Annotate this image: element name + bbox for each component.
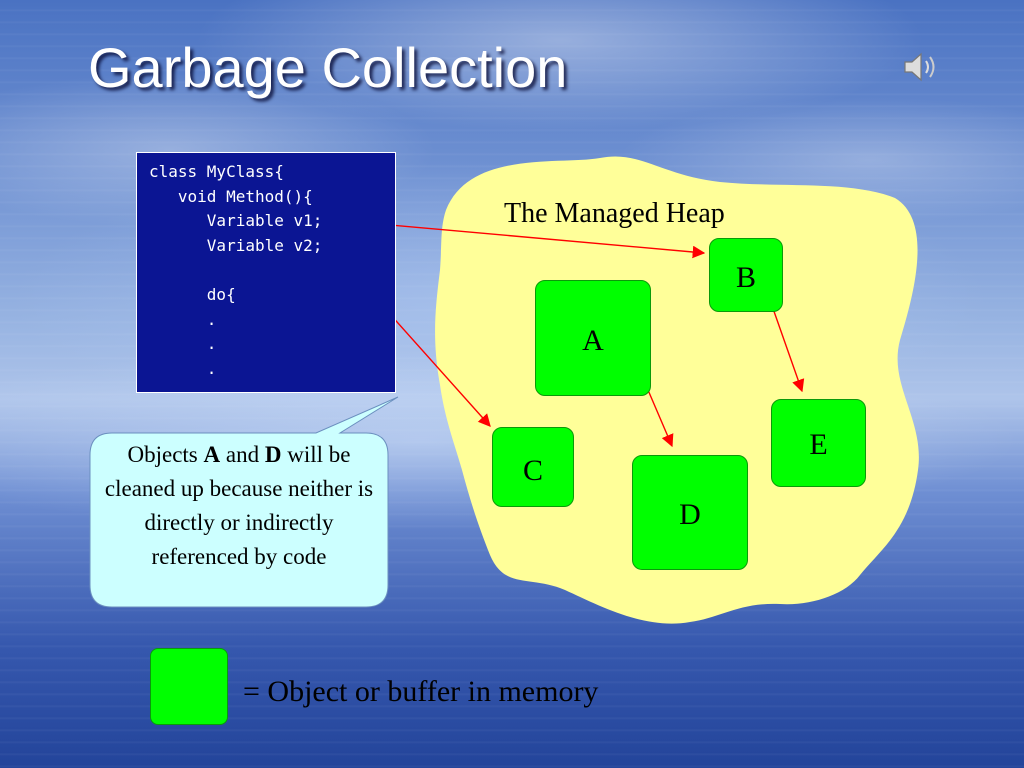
code-lines: class MyClass{ void Method(){ Variable v… — [149, 160, 322, 381]
code-line — [149, 258, 322, 283]
callout-text-part: will be cleaned up because neither is di… — [104, 442, 374, 569]
code-line: class MyClass{ — [149, 162, 284, 181]
arrow-v1-to-b — [356, 221, 706, 259]
code-line: . — [149, 309, 217, 329]
slide-title: Garbage Collection — [88, 36, 568, 99]
code-line: do{ — [149, 284, 236, 304]
code-line: Variable v1; — [149, 211, 323, 231]
speaker-icon[interactable] — [902, 50, 940, 84]
arrow-b-to-e — [769, 299, 805, 393]
code-line: Variable v2; — [149, 235, 323, 255]
callout-object-a: A — [203, 442, 221, 467]
code-line: . — [149, 358, 217, 378]
object-e-label: E — [809, 428, 828, 461]
object-e: E — [771, 399, 866, 487]
object-d-label: D — [679, 498, 701, 531]
object-a: A — [535, 280, 651, 396]
callout-bubble — [89, 396, 399, 608]
callout-text-part: Objects — [127, 442, 204, 467]
heap-label: The Managed Heap — [504, 198, 725, 229]
code-line: . — [149, 334, 217, 354]
code-line: void Method(){ — [149, 186, 313, 206]
legend-swatch — [150, 648, 228, 725]
object-c-label: C — [522, 454, 543, 487]
callout-text: Objects A and D will be cleaned up becau… — [96, 438, 382, 574]
code-snippet: class MyClass{ void Method(){ Variable v… — [137, 153, 395, 392]
callout-object-d: D — [264, 442, 282, 467]
object-a-label: A — [582, 324, 604, 357]
object-d: D — [632, 455, 748, 570]
object-b: B — [709, 238, 783, 312]
legend-text: = Object or buffer in memory — [243, 675, 599, 708]
object-b-label: B — [735, 261, 756, 294]
arrow-a-to-d — [644, 382, 674, 448]
callout-text-part: and — [220, 442, 265, 467]
object-c: C — [492, 427, 574, 507]
